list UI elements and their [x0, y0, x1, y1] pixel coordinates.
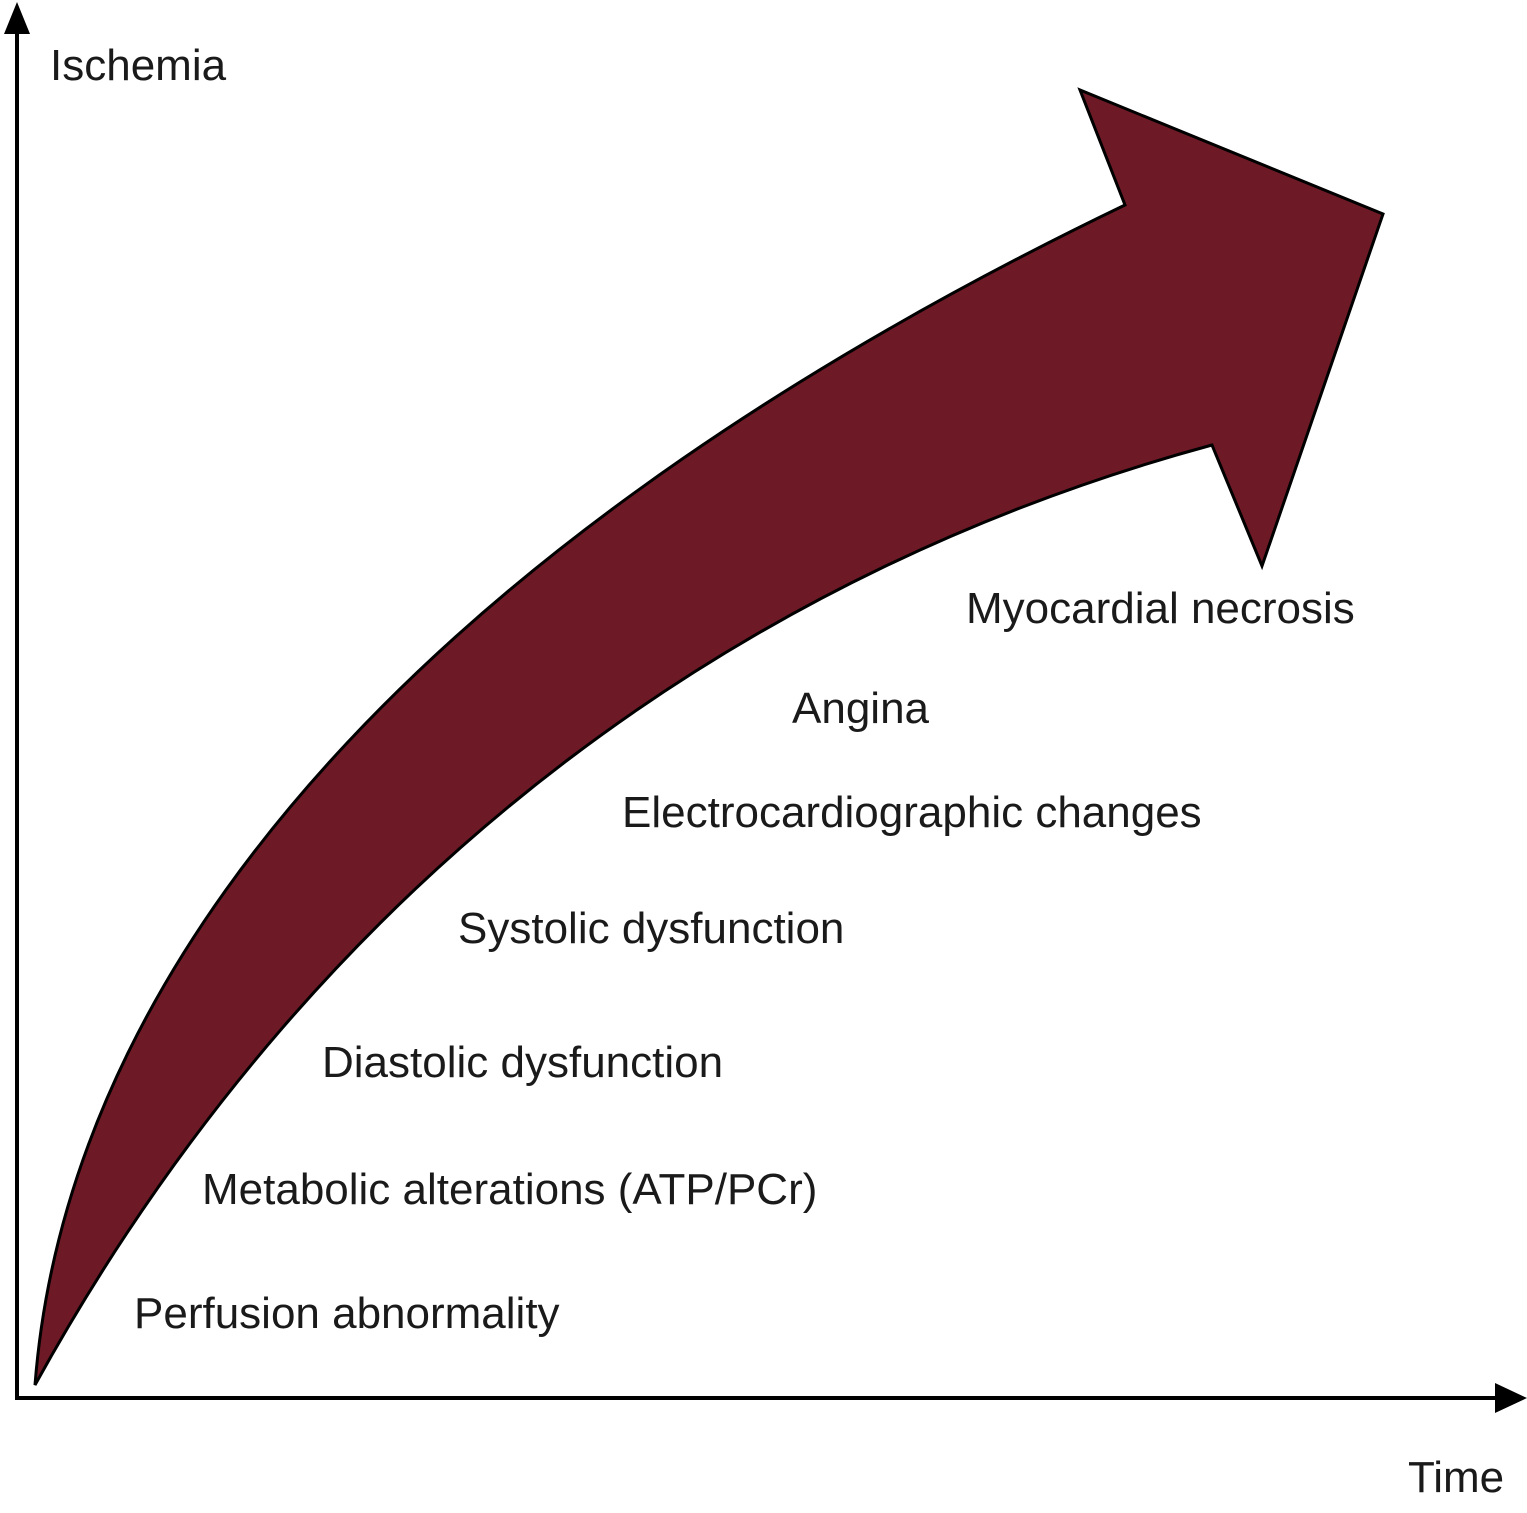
stage-diastolic-dysfunction: Diastolic dysfunction	[322, 1038, 724, 1087]
stage-electrocardiographic-changes: Electrocardiographic changes	[622, 788, 1202, 837]
stage-perfusion-abnormality: Perfusion abnormality	[134, 1289, 560, 1338]
progression-arrow	[33, 87, 1385, 1386]
stage-systolic-dysfunction: Systolic dysfunction	[458, 904, 845, 953]
stage-angina: Angina	[792, 684, 930, 733]
y-axis-label: Ischemia	[50, 41, 227, 90]
stage-myocardial-necrosis: Myocardial necrosis	[966, 584, 1355, 633]
y-axis-arrowhead	[4, 2, 30, 34]
x-axis-label: Time	[1408, 1453, 1505, 1502]
x-axis-arrowhead	[1495, 1383, 1527, 1413]
stage-metabolic-alterations: Metabolic alterations (ATP/PCr)	[202, 1165, 818, 1214]
